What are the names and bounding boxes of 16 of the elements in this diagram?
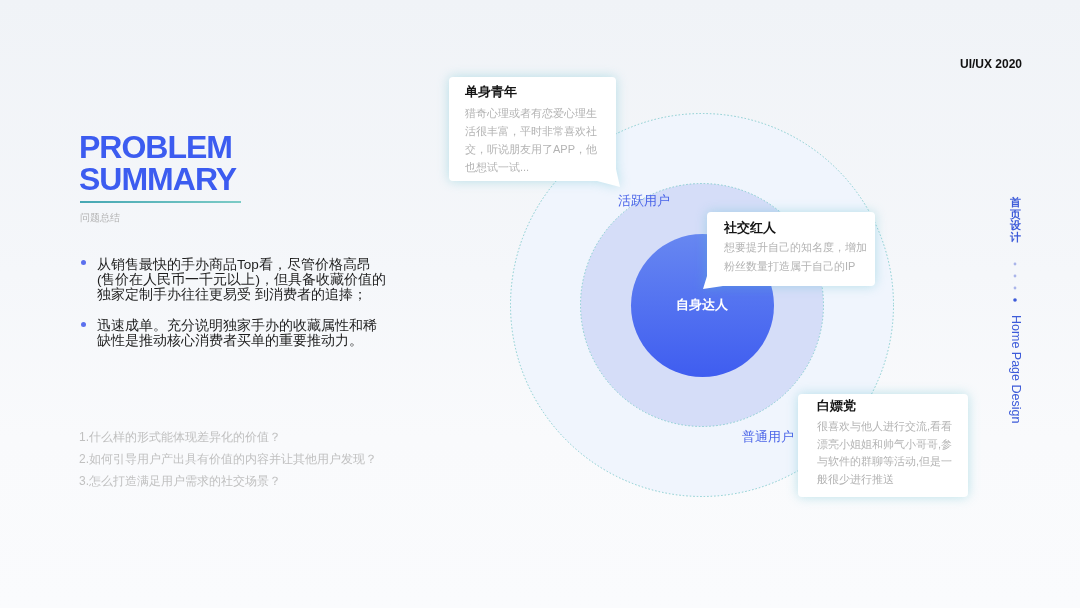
subtitle: 问题总结	[80, 212, 120, 224]
ring-label: 活跃用户	[618, 193, 670, 208]
ring-label: 普通用户	[742, 429, 794, 444]
page-title: PROBLEM SUMMARY	[79, 131, 238, 195]
vertical-heading: 首页设计	[1010, 197, 1021, 244]
bubble-title: 白嫖党	[817, 397, 857, 415]
speech-bubble	[798, 394, 968, 497]
vertical-subtitle: Home Page Design	[1009, 315, 1023, 424]
version-label: UI/UX 2020	[960, 57, 1023, 71]
bubble-title: 社交红人	[724, 219, 777, 237]
bullet-text: 迅速成单。充分说明独家手办的收藏属性和稀缺性是推动核心消费者买单的重要推动力。	[97, 318, 378, 348]
bubble-title: 单身青年	[465, 83, 518, 101]
speech-bubble	[449, 77, 621, 188]
bullet-text: 从销售最快的手办商品Top看，尽管价格高昂(售价在人民币一千元以上)，但具备收藏价值的独家定制手办往往更易受 到消费者的追捧；	[97, 257, 387, 302]
bubble-text: 想要提升自己的知名度，增加粉丝数量打造属于自己的IP	[724, 240, 868, 274]
center-label: 自身达人	[676, 297, 728, 312]
